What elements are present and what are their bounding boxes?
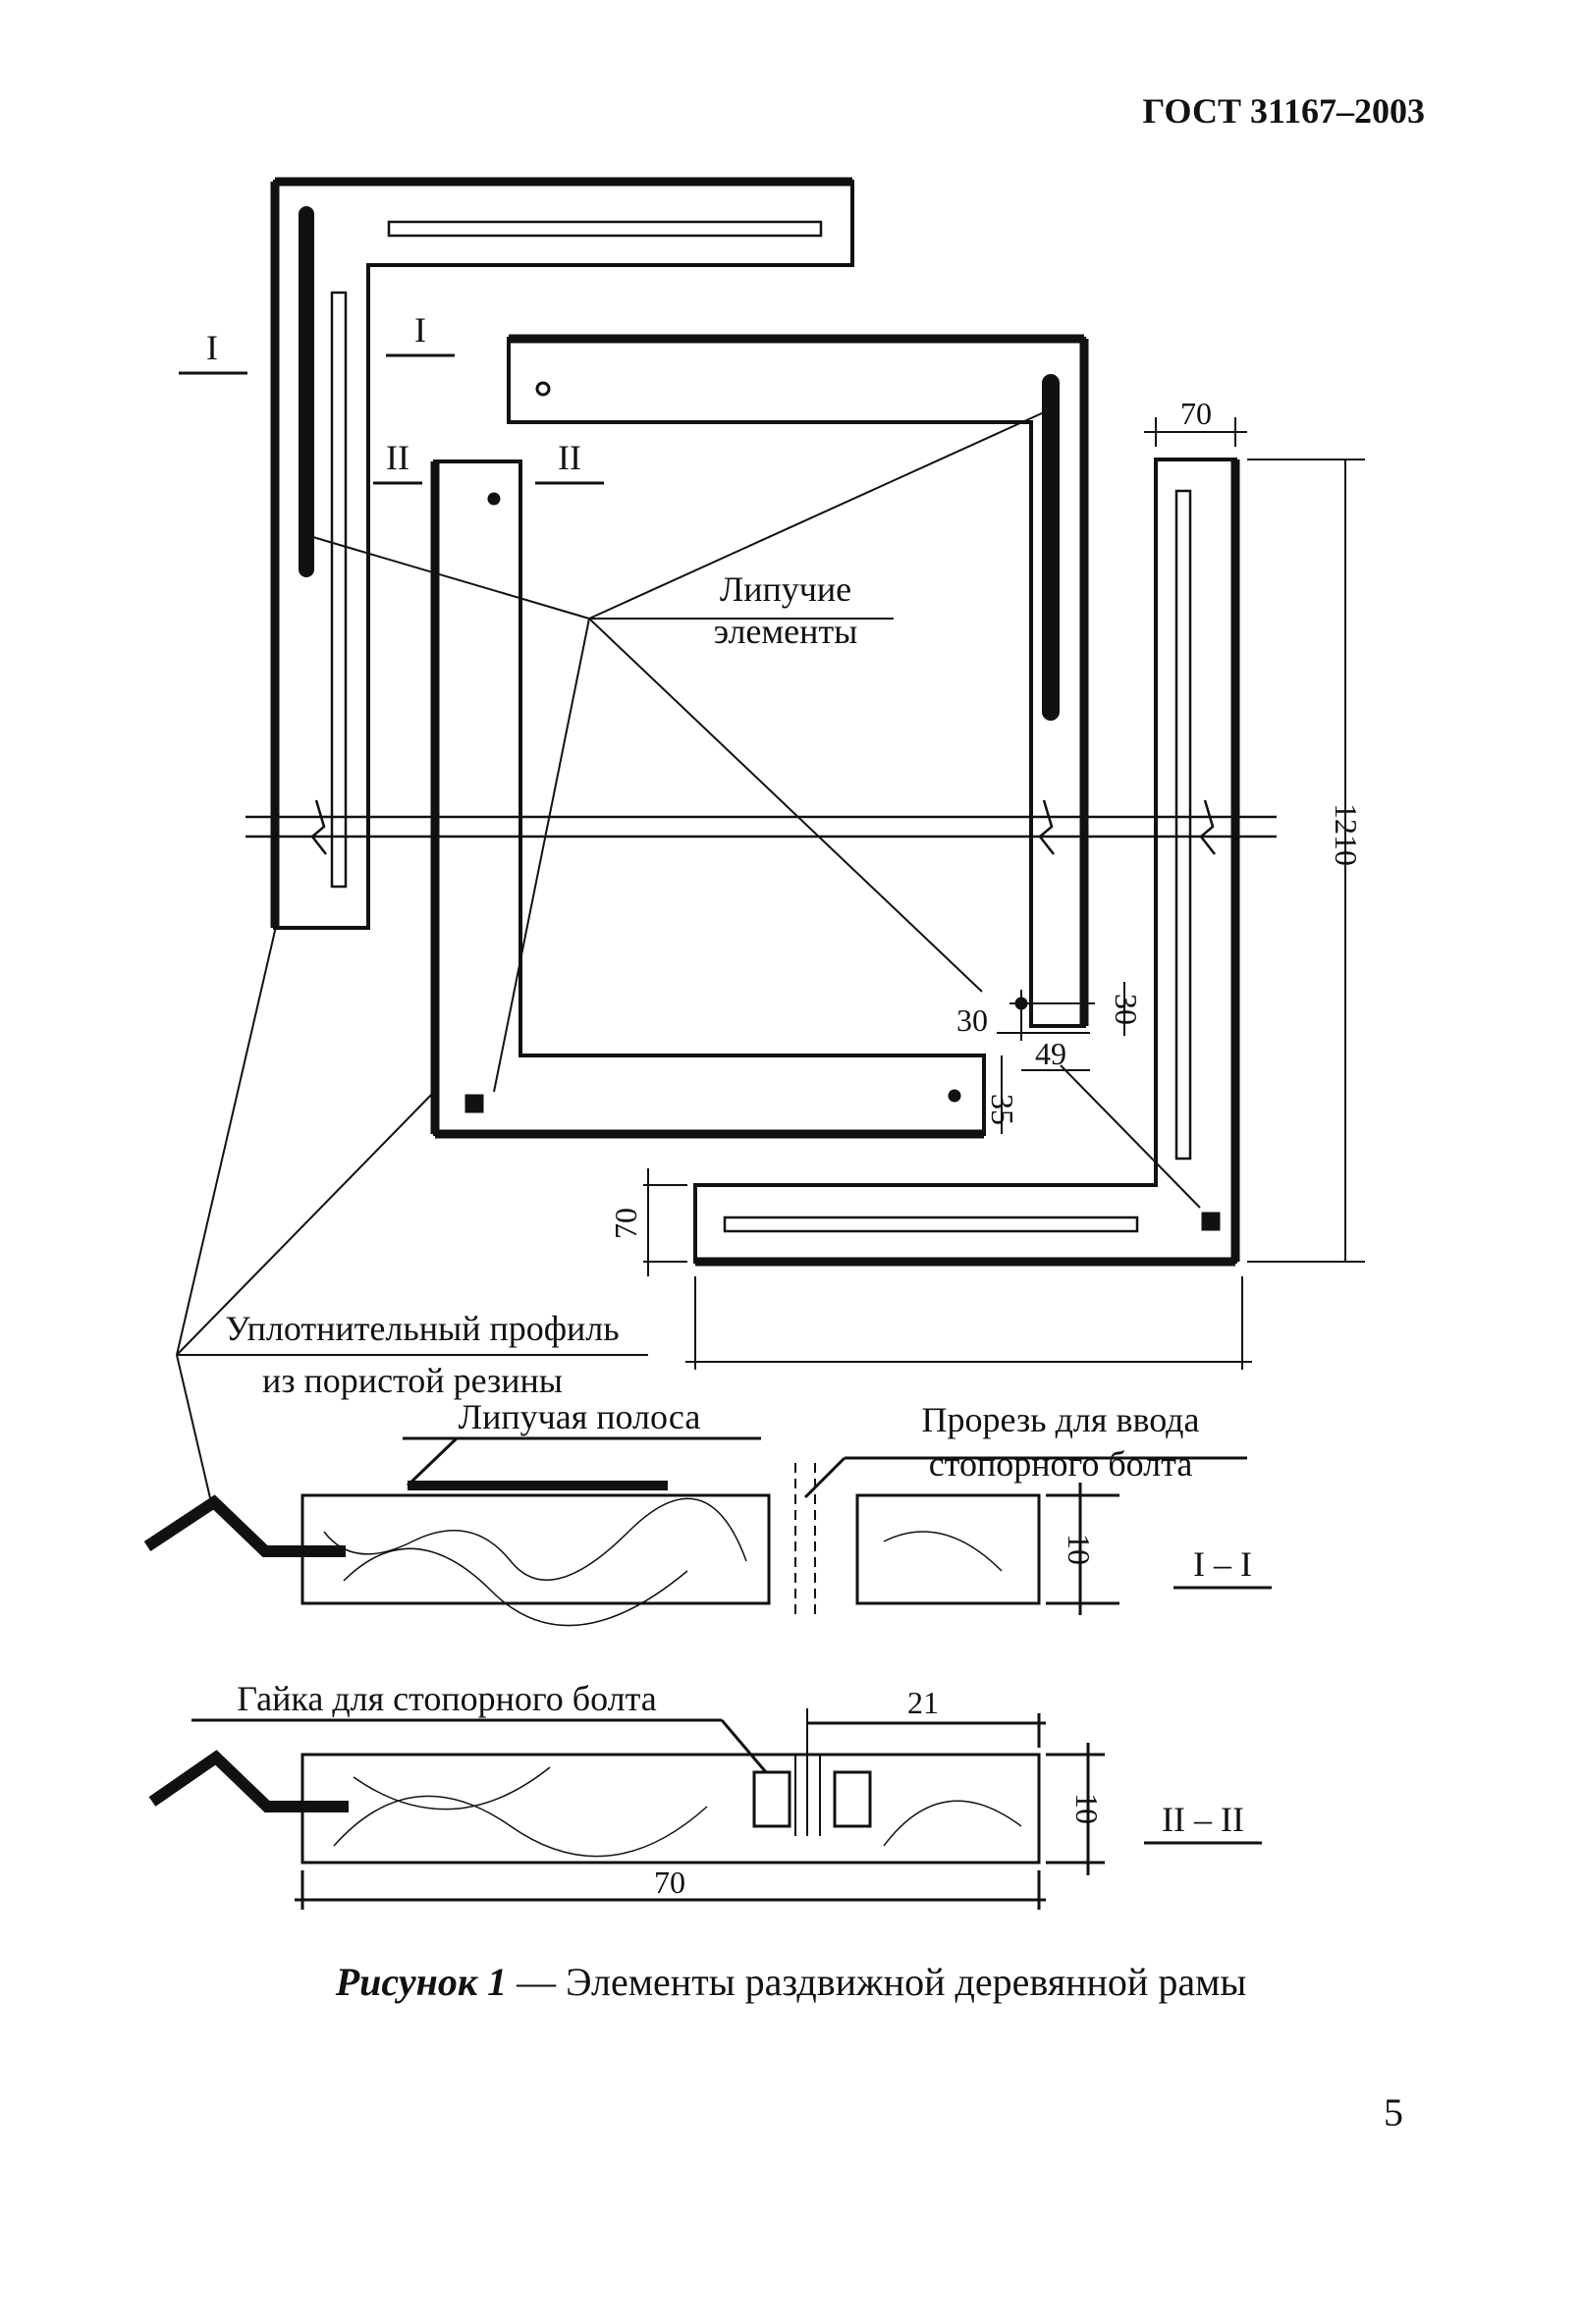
- corner-bottom-right: [693, 458, 1240, 1267]
- seal-profile-label: Уплотнительный профиль: [225, 1309, 619, 1348]
- section-mark-II-left: II: [386, 438, 409, 477]
- section-mark-I-left: I: [206, 328, 218, 367]
- nut-label: Гайка для стопорного болта: [237, 1679, 657, 1718]
- caption-text: Элементы раздвижной деревянной рамы: [566, 1960, 1247, 2004]
- document-header: ГОСТ 31167–2003: [1142, 91, 1425, 131]
- sticky-strip-label: Липучая полоса: [459, 1397, 701, 1436]
- dim-70-bottom: 70: [654, 1865, 685, 1900]
- section-I-I: [143, 1436, 1247, 1627]
- seal-profile-label-line2: из пористой резины: [262, 1361, 563, 1400]
- sticky-elements-label: Липучие: [720, 569, 851, 609]
- figure-label: Рисунок 1: [335, 1960, 508, 2004]
- dim-30-right: 30: [1109, 994, 1144, 1025]
- break-line: [245, 799, 1277, 855]
- section-mark-II-right: II: [558, 438, 581, 477]
- dim-70-left: 70: [608, 1208, 643, 1239]
- dim-10-section-I: 10: [1062, 1534, 1097, 1565]
- section-I-I-title: I – I: [1193, 1544, 1252, 1584]
- dim-35: 35: [985, 1094, 1020, 1125]
- section-markers: [179, 353, 1272, 1845]
- slot-label-line2: стопорного болта: [929, 1444, 1193, 1484]
- caption-dash: —: [507, 1960, 567, 2004]
- section-mark-I-right: I: [414, 310, 426, 350]
- section-II-II: [148, 1708, 1105, 1910]
- inner-frame: [430, 334, 1089, 1139]
- sticky-elements-label-line2: элементы: [714, 612, 858, 651]
- dim-10-section-II: 10: [1069, 1793, 1105, 1824]
- leader-seal: [176, 917, 648, 1503]
- page-number: 5: [1384, 2090, 1403, 2135]
- slot-label: Прорезь для ввода: [922, 1400, 1200, 1439]
- section-II-II-title: II – II: [1162, 1800, 1244, 1839]
- leader-sticky: [305, 411, 1201, 1209]
- dimension-lines: [643, 417, 1365, 1370]
- dim-1210: 1210: [1329, 803, 1364, 866]
- dim-30-left: 30: [956, 1002, 988, 1038]
- dim-21: 21: [907, 1685, 939, 1720]
- dim-49: 49: [1035, 1036, 1066, 1071]
- dim-70-top: 70: [1180, 396, 1212, 431]
- figure-caption: Рисунок 1 — Элементы раздвижной деревянн…: [0, 1959, 1582, 2005]
